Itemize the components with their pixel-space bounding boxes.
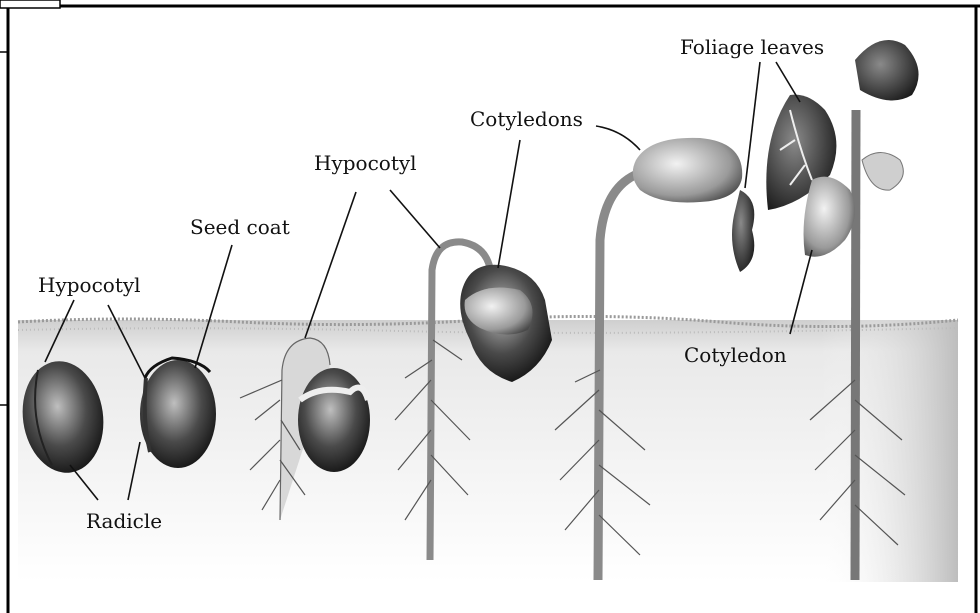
label-seed-coat: Seed coat (190, 215, 290, 239)
leader-foliage-b (776, 62, 800, 102)
label-cotyledons: Cotyledons (470, 107, 583, 131)
leader-cotyledons-a (498, 140, 520, 268)
label-foliage-leaves: Foliage leaves (680, 35, 824, 59)
leader-foliage-a (745, 62, 760, 188)
leader-hypocotyl-2b (390, 190, 440, 248)
label-radicle: Radicle (86, 509, 162, 533)
leader-hypocotyl-2a (305, 192, 356, 338)
label-cotyledon: Cotyledon (684, 343, 787, 367)
label-hypocotyl-2: Hypocotyl (314, 151, 417, 175)
leader-cotyledons-b (596, 126, 640, 150)
label-hypocotyl-1: Hypocotyl (38, 273, 141, 297)
